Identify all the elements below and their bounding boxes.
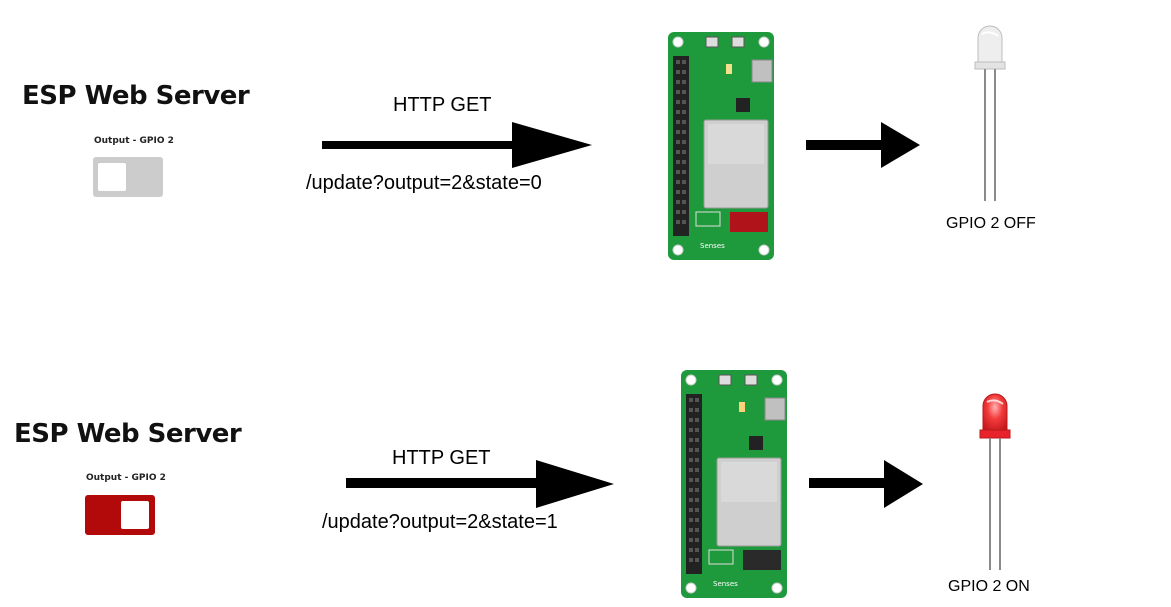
led-status-label: GPIO 2 ON: [948, 578, 1030, 595]
esp32-board-image: Senses: [668, 32, 774, 260]
svg-text:Senses: Senses: [713, 580, 738, 588]
output-arrow: [806, 122, 920, 168]
led-off-icon: [974, 25, 1006, 201]
svg-text:Senses: Senses: [700, 242, 725, 250]
switch-label: Output - GPIO 2: [86, 473, 166, 483]
led-status-label: GPIO 2 OFF: [946, 215, 1036, 232]
led-on-icon: [979, 393, 1011, 570]
output-arrow: [809, 460, 923, 508]
output-toggle-switch[interactable]: [93, 157, 163, 197]
toggle-knob: [121, 501, 149, 529]
request-url: /update?output=2&state=1: [322, 511, 558, 533]
esp32-board-image: Senses: [681, 370, 787, 598]
toggle-knob: [98, 163, 126, 191]
request-arrow: [322, 122, 592, 168]
request-method: HTTP GET: [392, 447, 491, 469]
request-method: HTTP GET: [393, 94, 492, 116]
request-url: /update?output=2&state=0: [306, 172, 542, 194]
server-title: ESP Web Server: [14, 419, 242, 449]
request-arrow: [346, 460, 614, 508]
switch-label: Output - GPIO 2: [94, 136, 174, 146]
output-toggle-switch[interactable]: [85, 495, 155, 535]
server-title: ESP Web Server: [22, 81, 250, 111]
